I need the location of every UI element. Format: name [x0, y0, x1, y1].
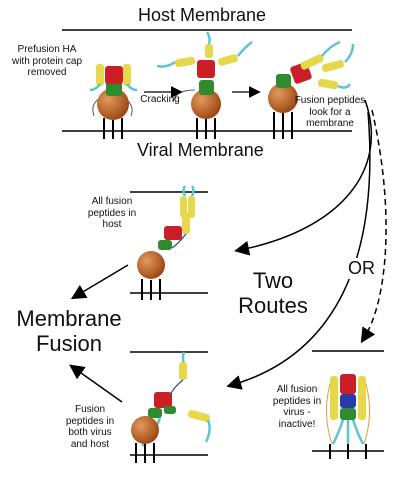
route-arrow-both	[226, 111, 371, 390]
cracking-ha-protein	[156, 31, 253, 139]
membrane-fusion-label: Membrane Fusion	[16, 306, 122, 357]
all-in-host-label: All fusion peptides in host	[87, 196, 137, 230]
fusion-peptides-look-label: Fusion peptides look for a membrane	[294, 95, 366, 129]
fusion-arrow-lower	[69, 364, 123, 403]
or-label: OR	[346, 258, 377, 279]
both-label: Fusion peptides in both virus and host	[65, 404, 115, 450]
prefusion-ha-protein	[89, 64, 138, 139]
all-in-virus-protein	[326, 374, 370, 459]
all-in-host-protein	[137, 185, 195, 300]
fusion-arrow-upper	[70, 264, 129, 300]
route-arrow-host	[234, 99, 373, 256]
two-routes-label: Two Routes	[238, 268, 308, 319]
extended-ha-protein	[268, 40, 355, 139]
viral-membrane-label: Viral Membrane	[137, 140, 264, 160]
both-protein	[131, 351, 211, 463]
all-in-virus-label: All fusion peptides in virus - inactive!	[272, 384, 322, 430]
host-membrane-label: Host Membrane	[138, 5, 267, 25]
prefusion-label: Prefusion HA with protein cap removed	[11, 44, 83, 78]
route-arrow-virus	[360, 109, 387, 344]
cracking-label: Cracking	[140, 94, 180, 105]
